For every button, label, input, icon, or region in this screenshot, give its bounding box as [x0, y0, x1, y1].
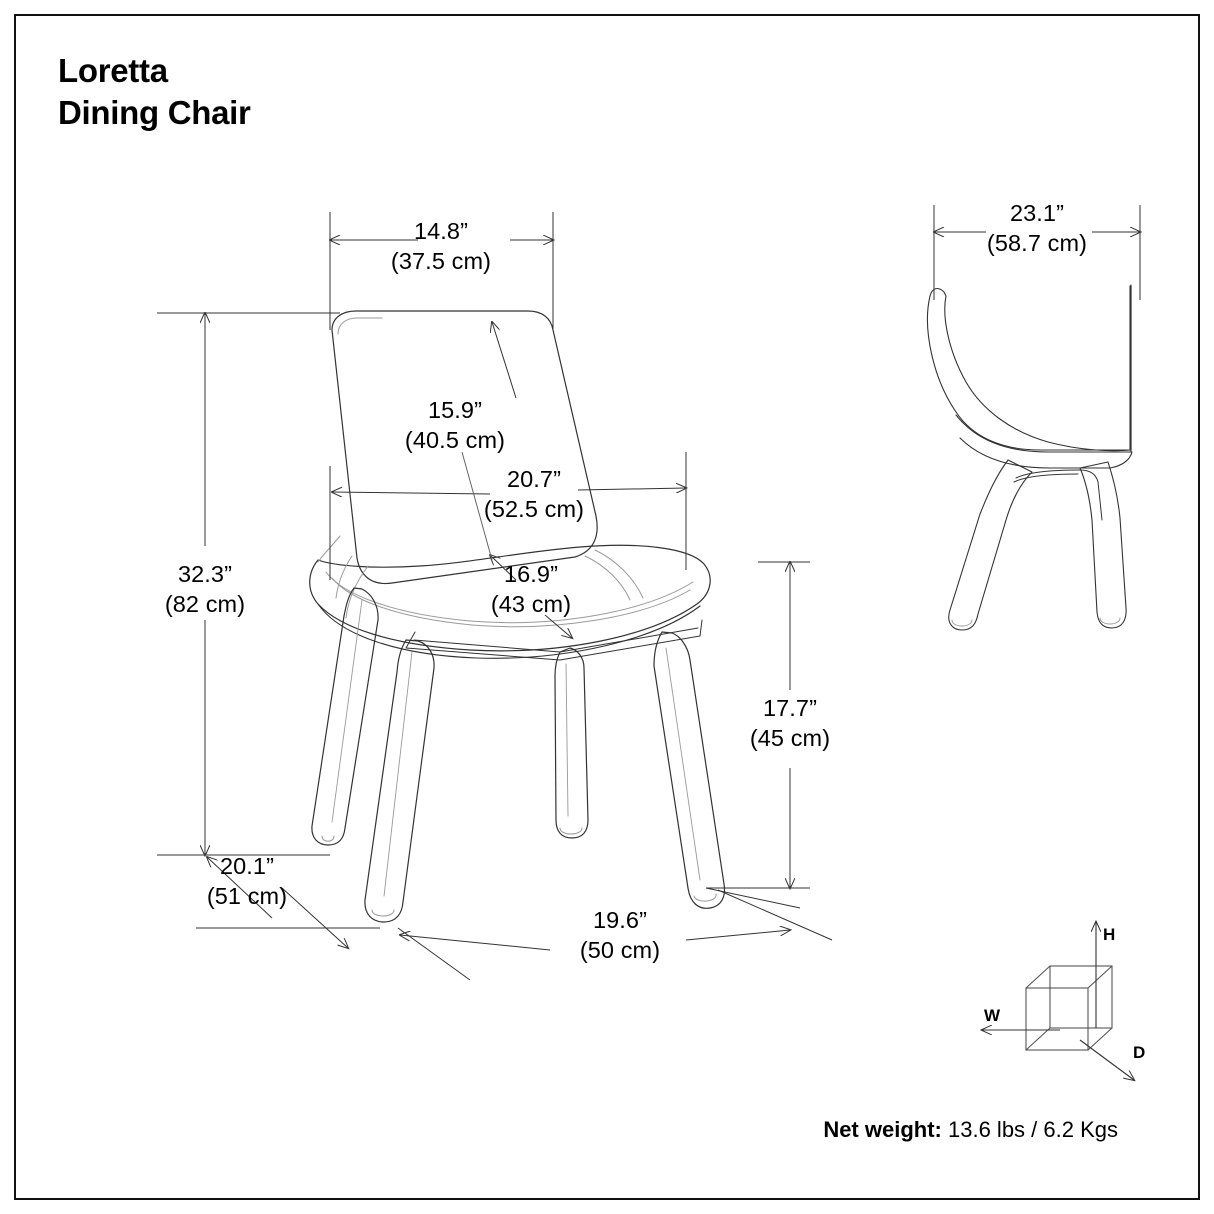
dim-label-back-height: 15.9” (40.5 cm)	[404, 397, 506, 454]
dim-label-overall-height: 32.3” (82 cm)	[164, 561, 246, 618]
page-title: Loretta Dining Chair	[58, 50, 251, 134]
dim-label-base-depth: 20.1” (51 cm)	[206, 853, 288, 910]
net-weight: Net weight: 13.6 lbs / 6.2 Kgs	[823, 1117, 1118, 1143]
axis-label-depth: D	[1133, 1043, 1146, 1062]
dim-label-seat-height: 17.7” (45 cm)	[749, 695, 831, 752]
axis-label-width: W	[984, 1006, 1001, 1025]
dim-label-base-width: 19.6” (50 cm)	[579, 907, 661, 964]
dim-label-seat-width: 20.7” (52.5 cm)	[483, 466, 585, 523]
product-type: Dining Chair	[58, 94, 251, 132]
page-border	[14, 14, 1200, 1200]
dim-label-seat-depth: 16.9” (43 cm)	[490, 561, 572, 618]
dim-label-side-depth: 23.1” (58.7 cm)	[986, 200, 1088, 257]
net-weight-value: 13.6 lbs / 6.2 Kgs	[948, 1117, 1118, 1142]
axis-label-height: H	[1103, 925, 1116, 944]
dim-label-top-width: 14.8” (37.5 cm)	[390, 218, 492, 275]
product-name: Loretta	[58, 52, 168, 89]
net-weight-label: Net weight:	[823, 1117, 942, 1142]
